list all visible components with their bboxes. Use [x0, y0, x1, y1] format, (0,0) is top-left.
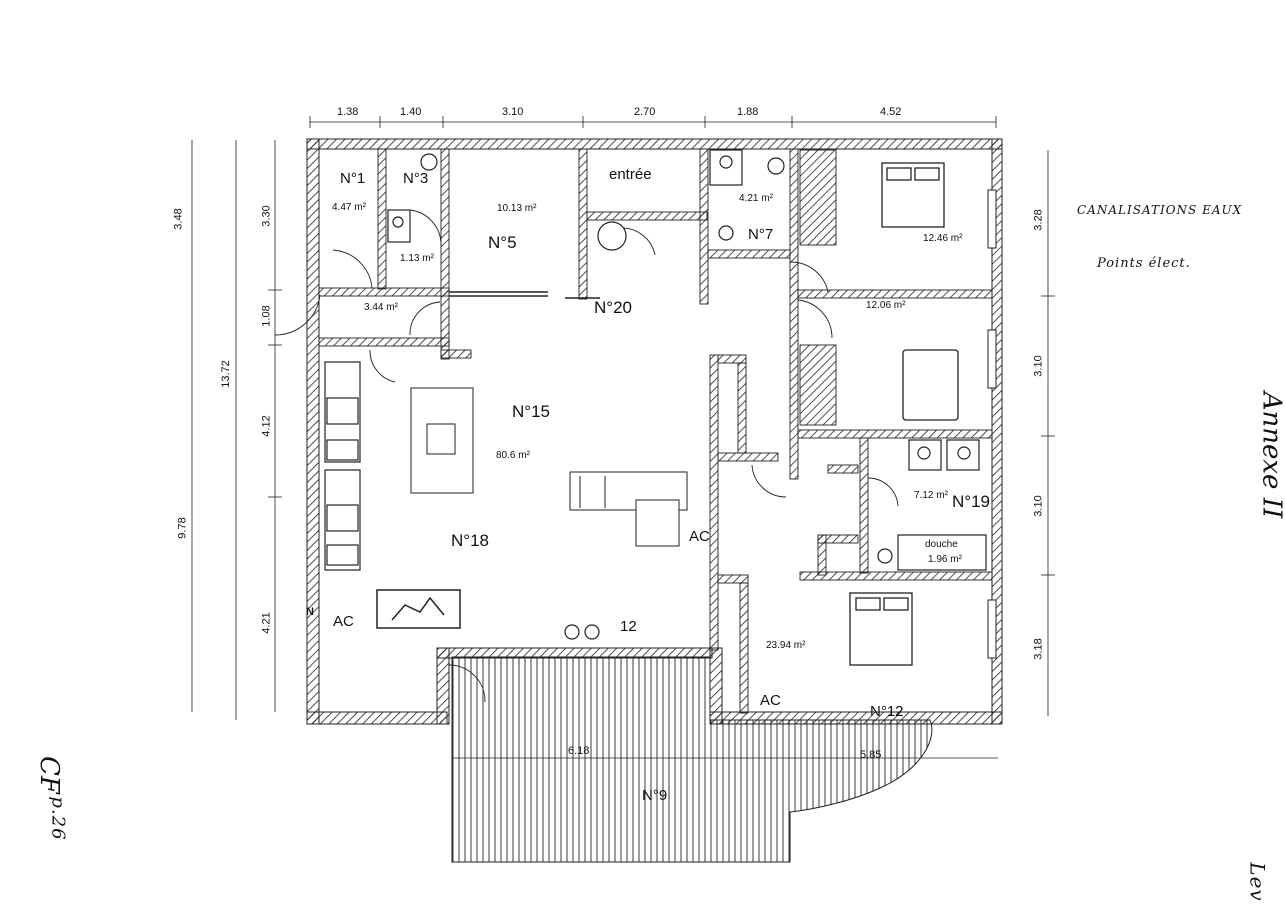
room-n1-label: N°1	[340, 170, 366, 187]
room-n7-label: N°7	[748, 226, 774, 243]
north-arrow-label: N	[306, 606, 314, 618]
bedroom-2-area: 12.06 m²	[866, 300, 906, 311]
bedroom-1-area: 12.46 m²	[923, 233, 963, 244]
room-n3-area: 1.13 m²	[400, 253, 434, 264]
room-n5-label: N°5	[488, 233, 517, 252]
dim-terrace-left: 6.18	[568, 745, 590, 757]
room-entree-label: entrée	[609, 166, 652, 183]
dim-top-5: 1.88	[737, 106, 759, 118]
exterior-walls	[306, 138, 1003, 725]
room-n19-area: 7.12 m²	[914, 490, 948, 501]
shower-label: douche	[925, 539, 958, 550]
note-annexe: Annexe II	[1256, 391, 1285, 519]
dim-right-1: 3.28	[1032, 209, 1045, 231]
door-swings	[274, 209, 899, 703]
dim-left-4: 4.12	[260, 415, 273, 437]
sofa	[569, 471, 688, 547]
dim-left-3: 1.08	[260, 305, 273, 327]
dim-terrace-right: 5.85	[860, 749, 882, 761]
dim-right-4: 3.18	[1032, 638, 1045, 660]
beds	[849, 162, 959, 666]
dim-left-total: 13.72	[219, 360, 232, 388]
terrace-deck	[451, 656, 933, 863]
ac-unit-living: AC	[689, 528, 710, 545]
room-n19-label: N°19	[952, 492, 990, 511]
dim-left-5: 4.21	[260, 612, 273, 634]
room-n12-label: N°12	[870, 703, 904, 720]
note-cf: CF	[33, 756, 64, 794]
room-n7-area: 4.21 m²	[739, 193, 773, 204]
signature: Lev	[1245, 862, 1270, 902]
note-canalisations: CANALISATIONS EAUX	[1077, 203, 1243, 217]
ac-unit-bedroom: AC	[760, 692, 781, 709]
dim-left-outer: 9.78	[176, 517, 189, 539]
room-n1-area: 4.47 m²	[332, 202, 366, 213]
sanitary-fixtures	[387, 149, 987, 640]
dim-top-4: 2.70	[634, 106, 656, 118]
ac-unit-kitchen: AC	[333, 613, 354, 630]
dim-right-3: 3.10	[1032, 495, 1045, 517]
room-n20-label: N°20	[594, 298, 632, 317]
dimension-lines	[191, 116, 1055, 759]
kitchen-units	[324, 361, 361, 571]
dim-top-2: 1.40	[400, 106, 422, 118]
dim-top-3: 3.10	[502, 106, 524, 118]
stove	[376, 589, 461, 629]
dim-right-2: 3.10	[1032, 355, 1045, 377]
room-n3-label: N°3	[403, 170, 429, 187]
dim-left-1: 3.48	[172, 208, 185, 230]
room-n18-label: N°18	[451, 531, 489, 550]
bedroom-3-area: 23.94 m²	[766, 640, 806, 651]
hall-area: 3.44 m²	[364, 302, 398, 313]
terrace-n9-label: N°9	[642, 787, 668, 804]
room-n15-area: 80.6 m²	[496, 450, 530, 461]
dim-left-2: 3.30	[260, 205, 273, 227]
dim-top-6: 4.52	[880, 106, 902, 118]
note-page: p.26	[47, 796, 69, 841]
room-12-label: 12	[620, 618, 637, 635]
dim-top-1: 1.38	[337, 106, 359, 118]
room-n15-label: N°15	[512, 402, 550, 421]
note-points-elect: Points élect.	[1097, 256, 1191, 271]
shower-area: 1.96 m²	[928, 554, 962, 565]
room-n5-area: 10.13 m²	[497, 203, 537, 214]
kitchen-island	[410, 387, 474, 494]
